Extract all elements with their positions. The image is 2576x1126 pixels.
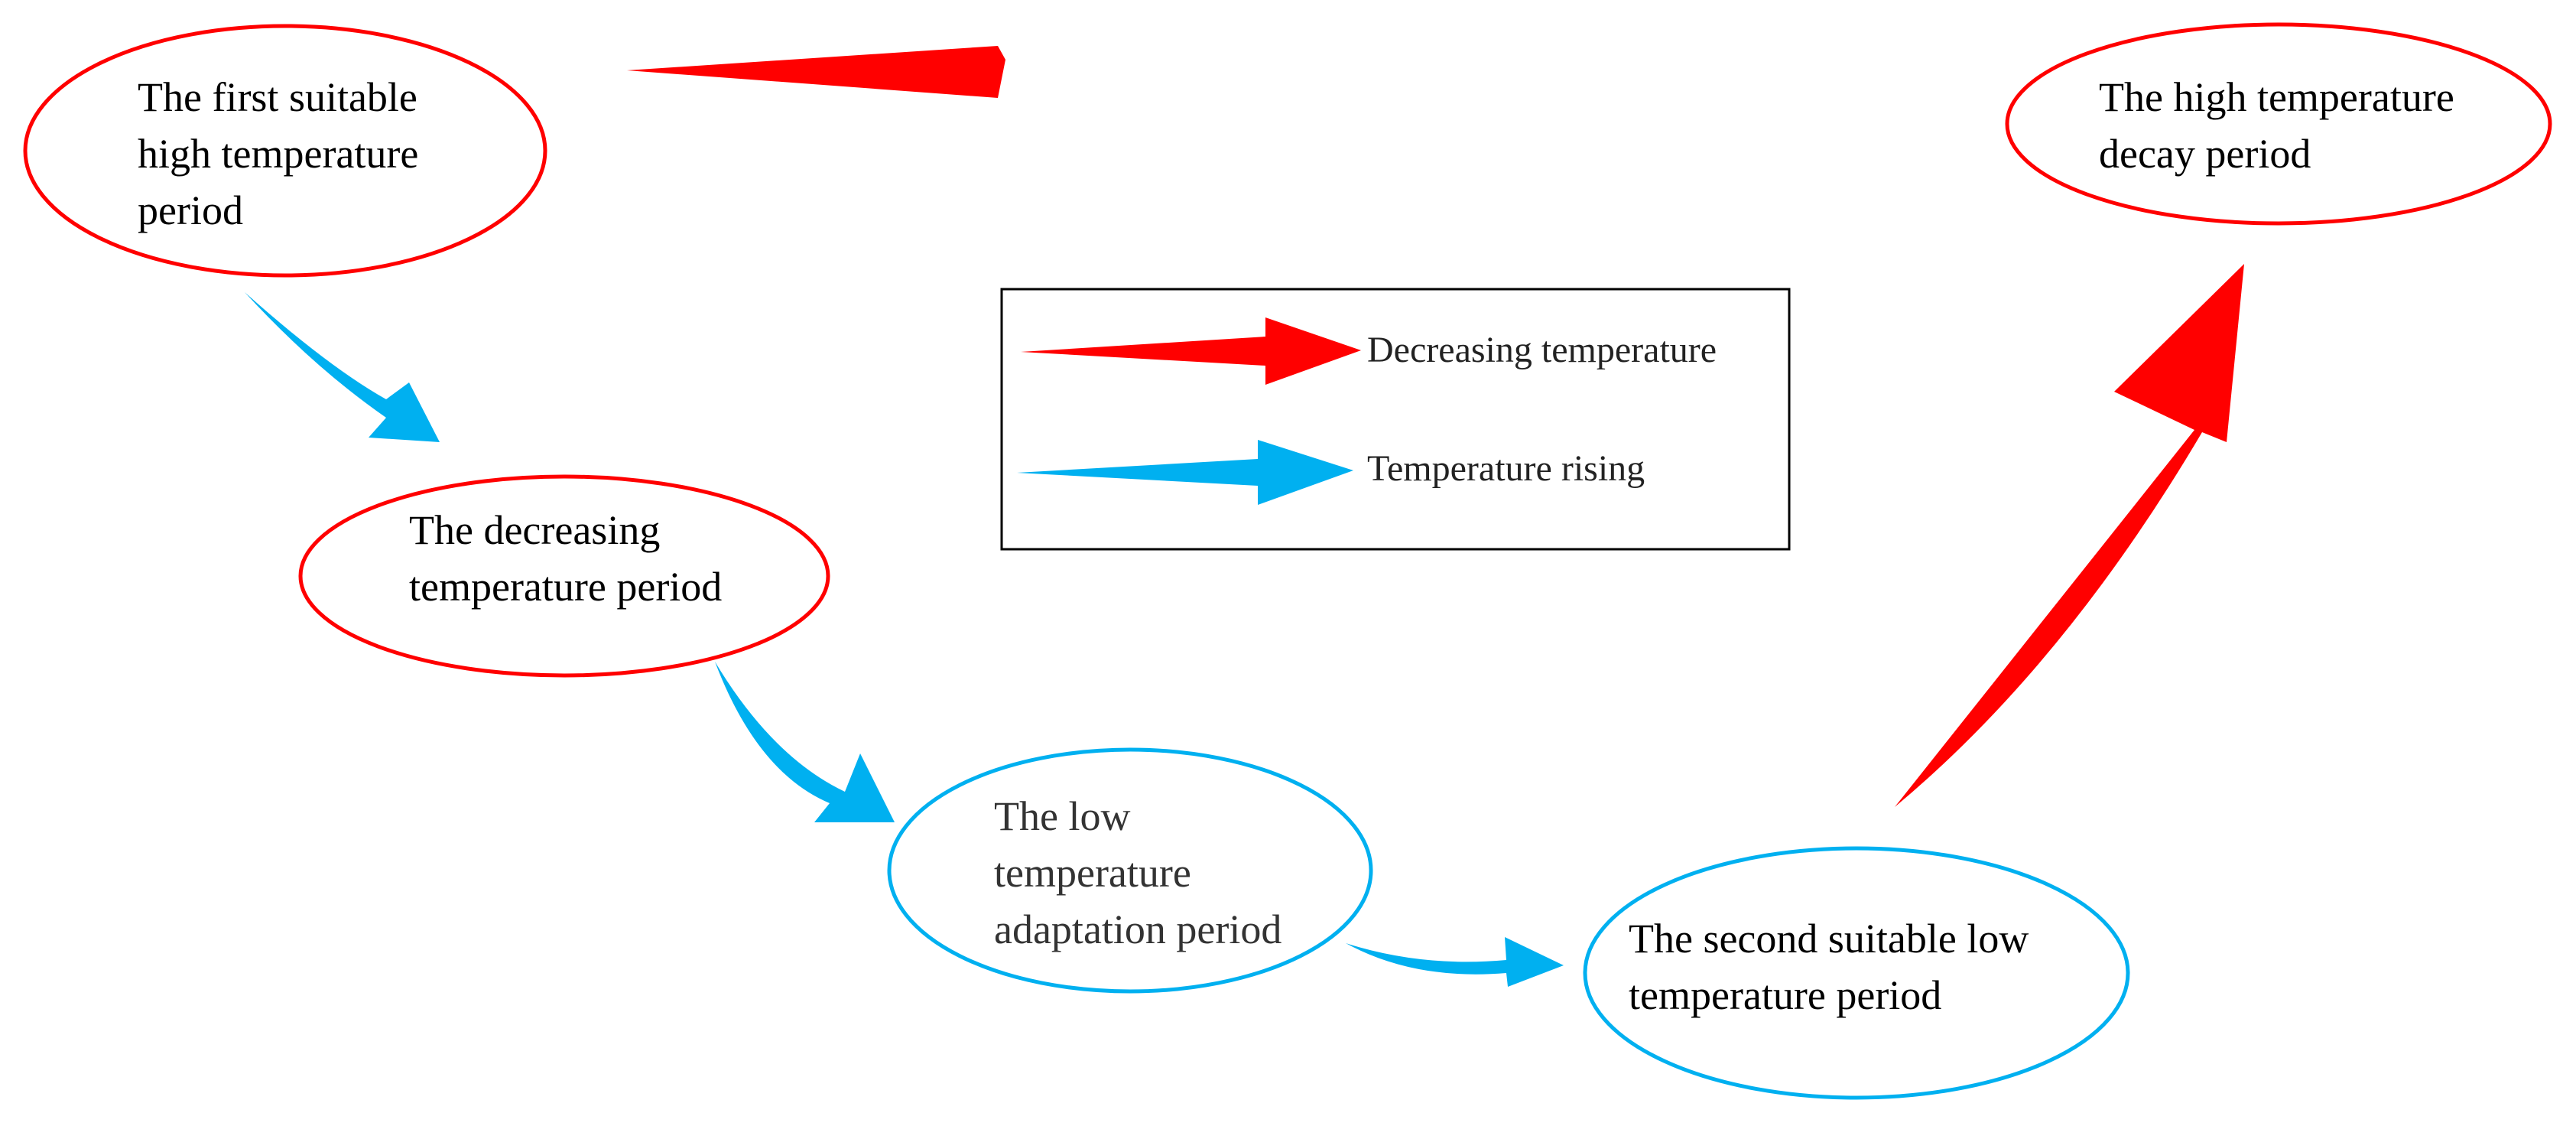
node-high-decay-line-1: The high temperature: [2099, 74, 2454, 120]
node-low-adaptation-ellipse: [887, 747, 1373, 994]
arrow-first-to-decreasing: [245, 292, 440, 442]
node-high-decay-ellipse: [2005, 22, 2552, 226]
node-first-high-line-1: The first suitable: [138, 74, 417, 120]
node-first-high-line-3: period: [138, 187, 243, 233]
arrow-decreasing-to-low: [715, 662, 895, 822]
node-decreasing-line-1: The decreasing: [409, 507, 661, 553]
node-decreasing-ellipse: [298, 474, 830, 678]
legend-cool-label: Temperature rising: [1367, 448, 1645, 489]
legend-warm-label: Decreasing temperature: [1367, 330, 1717, 370]
node-low-adaptation-line-3: adaptation period: [994, 906, 1282, 952]
node-second-low-line-1: The second suitable low: [1629, 916, 2029, 962]
node-low-adaptation-line-2: temperature: [994, 850, 1191, 896]
legend-cool-arrow-icon: [1017, 440, 1353, 505]
legend-box: [1000, 288, 1791, 551]
node-high-decay-line-2: decay period: [2099, 131, 2311, 177]
node-second-low-label: The second suitable low temperature peri…: [1629, 910, 2029, 1023]
node-low-adaptation-label: The low temperature adaptation period: [994, 788, 1282, 958]
node-decreasing-line-2: temperature period: [409, 564, 723, 610]
node-second-low-ellipse: [1583, 846, 2130, 1100]
node-decreasing-label: The decreasing temperature period: [409, 502, 722, 615]
node-first-high-line-2: high temperature: [138, 131, 419, 177]
node-second-low-line-2: temperature period: [1629, 972, 1942, 1018]
node-first-high-ellipse: [23, 24, 547, 278]
arrow-low-to-second: [1346, 937, 1564, 987]
node-high-decay-label: The high temperature decay period: [2099, 69, 2454, 182]
node-first-high-label: The first suitable high temperature peri…: [138, 69, 418, 239]
node-low-adaptation-line-1: The low: [994, 793, 1131, 839]
arrow-second-to-decay: [1895, 264, 2244, 807]
arrow-decay-to-first: [627, 46, 1996, 98]
legend-warm-arrow-icon: [1021, 317, 1361, 385]
